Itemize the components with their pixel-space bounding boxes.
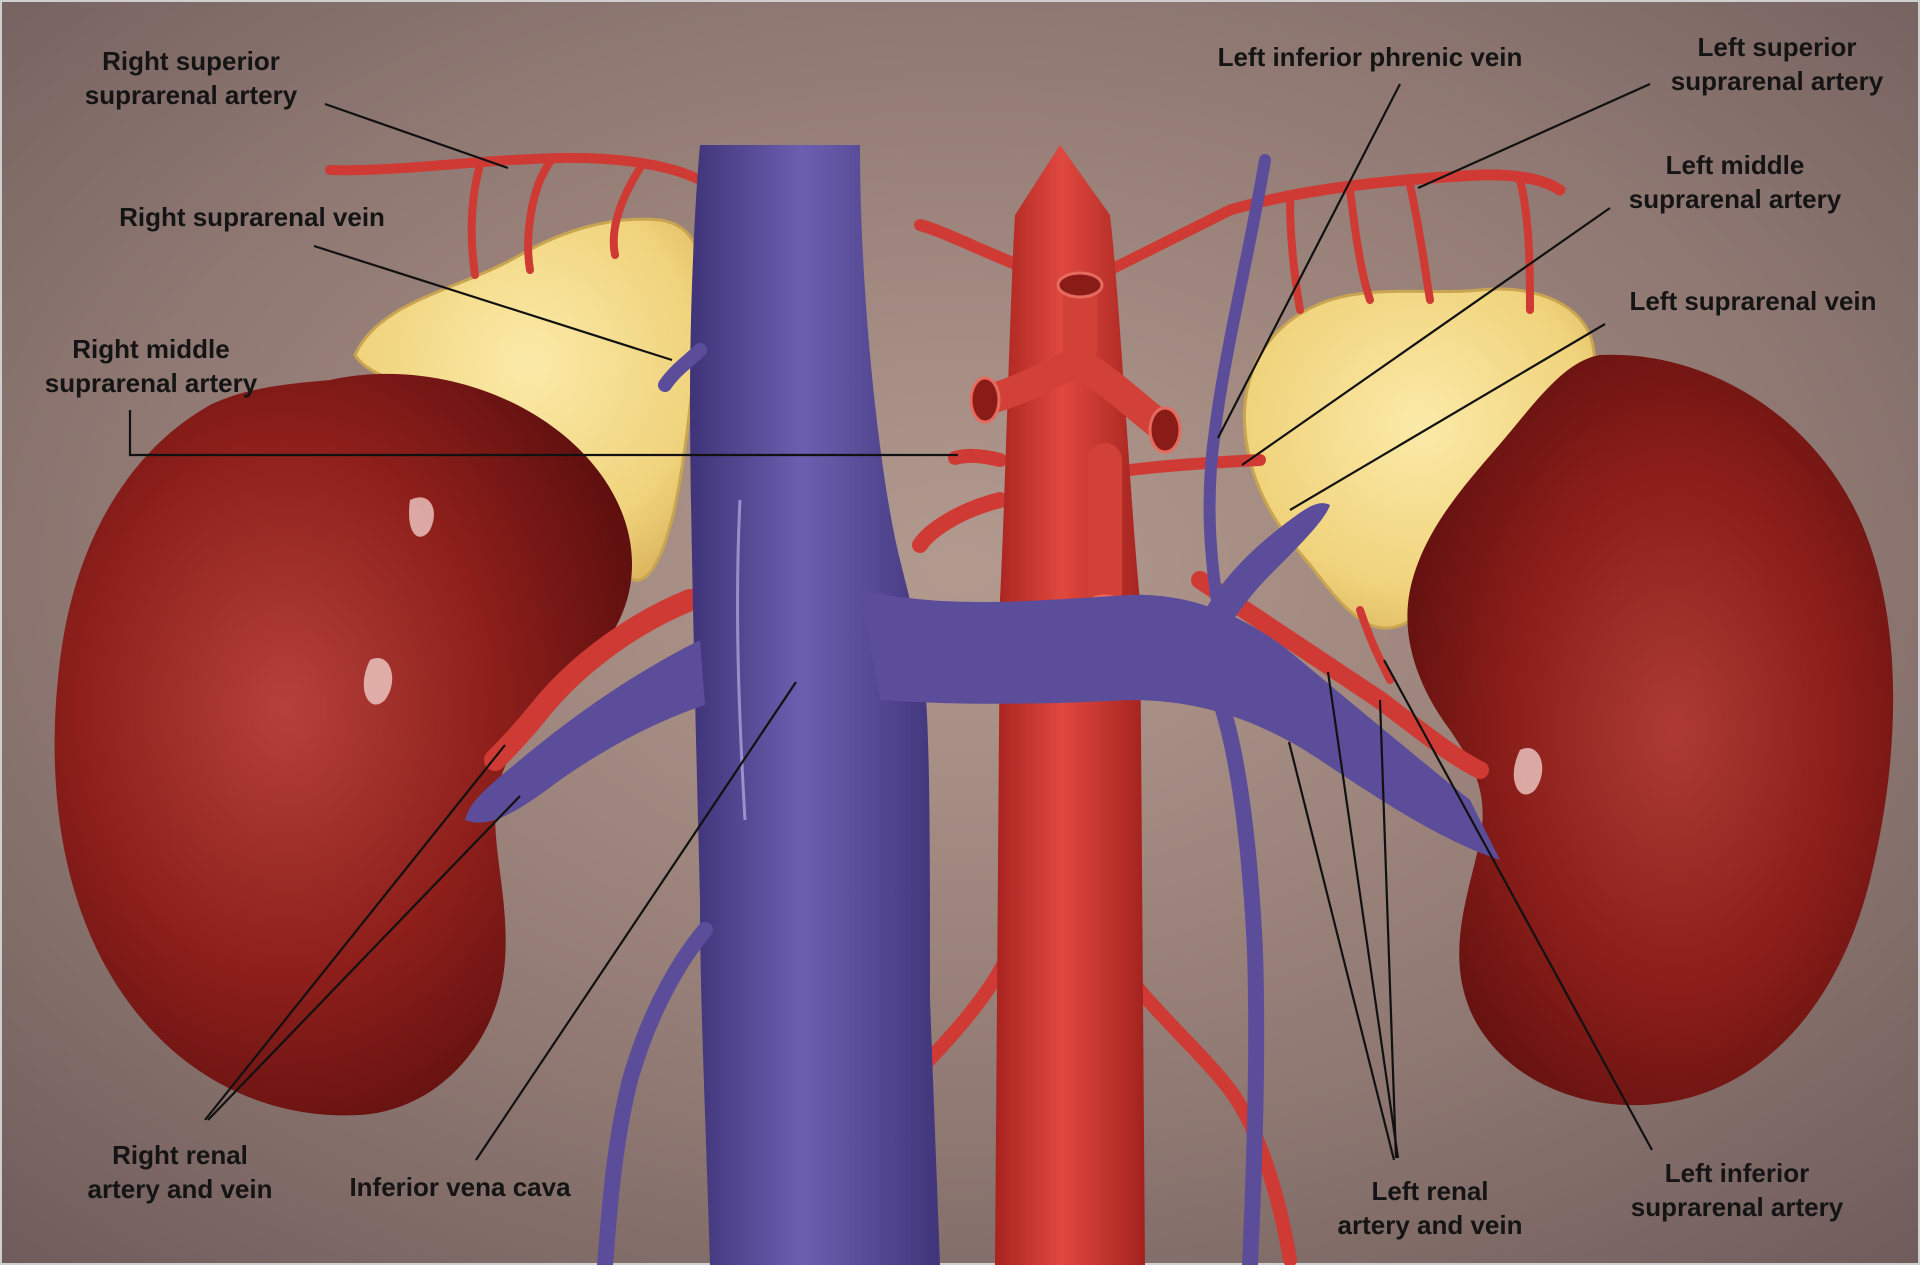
left-kidney [1407, 354, 1894, 1106]
label-line: Right middle [72, 334, 230, 364]
celiac-stump-top [1056, 271, 1104, 299]
left-renal-artery-vessel [1191, 571, 1489, 779]
label-line: suprarenal artery [84, 80, 298, 110]
label-line: suprarenal artery [1670, 66, 1884, 96]
left-inferior-suprarenal-artery-vessel [1356, 606, 1394, 684]
left-renal-vein-vessel [860, 590, 1500, 860]
label-line: Right superior [102, 46, 280, 76]
label-left-renal-artery-and-vein: Left renal artery and vein [1310, 1174, 1550, 1242]
leader-left-inferior-suprarenal-artery [1383, 659, 1653, 1151]
lower-artery-branch-right [1103, 943, 1297, 1265]
aorta [995, 145, 1145, 1265]
leader-left-middle-suprarenal-artery [1241, 207, 1611, 466]
leader-left-suprarenal-vein [1289, 323, 1606, 511]
leader-left-superior-suprarenal-artery [1417, 82, 1651, 190]
label-line: Left suprarenal vein [1629, 286, 1877, 316]
right-renal-vein-vessel [465, 640, 705, 823]
label-right-middle-suprarenal-artery: Right middle suprarenal artery [26, 332, 276, 400]
right-superior-branch [467, 161, 484, 279]
left-kidney-highlight [1513, 748, 1543, 795]
celiac-stump-right [1148, 406, 1182, 454]
right-gonadal-vein [597, 922, 713, 1265]
leader-left-renal-artery-2 [1378, 699, 1398, 1159]
label-line: suprarenal artery [1630, 1192, 1844, 1222]
left-gonadal-vein [1212, 692, 1265, 1265]
label-left-inferior-phrenic-vein: Left inferior phrenic vein [1200, 40, 1540, 74]
left-superior-branch-2 [1346, 186, 1374, 304]
label-line: Inferior vena cava [349, 1172, 571, 1202]
leader-right-middle-suprarenal-artery [128, 410, 958, 457]
label-line: artery and vein [87, 1174, 273, 1204]
label-line: Left inferior phrenic vein [1217, 42, 1523, 72]
label-line: suprarenal artery [44, 368, 258, 398]
left-inferior-phrenic-vein-vessel [1203, 154, 1271, 626]
ivc-highlight [736, 499, 747, 821]
leader-lines [128, 82, 1653, 1161]
arteries [325, 152, 1566, 1265]
leader-right-suprarenal-vein [313, 244, 673, 362]
label-line: Left renal [1371, 1176, 1489, 1206]
right-superior-branch-2 [524, 158, 554, 274]
label-line: Left inferior [1664, 1158, 1810, 1188]
left-superior-branch-4 [1516, 176, 1534, 314]
label-inferior-vena-cava: Inferior vena cava [330, 1170, 590, 1204]
right-superior-suprarenal-artery-vessel [325, 152, 705, 185]
label-right-superior-suprarenal-artery: Right superior suprarenal artery [66, 44, 316, 112]
leader-left-renal-vein [1287, 741, 1396, 1161]
label-line: suprarenal artery [1628, 184, 1842, 214]
label-line: Left middle [1665, 150, 1805, 180]
left-superior-branch [1286, 196, 1304, 314]
label-left-suprarenal-vein: Left suprarenal vein [1608, 284, 1898, 318]
label-line: Left superior [1697, 32, 1857, 62]
leader-right-superior-suprarenal-artery [324, 102, 509, 170]
leader-right-renal-artery-1 [204, 744, 506, 1121]
leader-left-renal-artery [1326, 671, 1400, 1159]
leader-inferior-vena-cava [475, 681, 797, 1161]
right-suprarenal-vein-vessel [658, 343, 707, 392]
label-left-middle-suprarenal-artery: Left middle suprarenal artery [1610, 148, 1860, 216]
celiac-stump-left [969, 376, 1001, 424]
left-suprarenal-vein-vessel [1200, 503, 1330, 640]
label-line: artery and vein [1337, 1210, 1523, 1240]
label-line: Right suprarenal vein [119, 202, 385, 232]
right-middle-suprarenal-artery-vessel [948, 448, 1007, 467]
inferior-vena-cava-vessel [690, 145, 940, 1265]
right-renal-artery-lower [912, 492, 1008, 553]
label-line: Right renal [112, 1140, 248, 1170]
label-left-inferior-suprarenal-artery: Left inferior suprarenal artery [1612, 1156, 1862, 1224]
right-renal-artery-vessel [484, 589, 701, 771]
left-superior-branch-3 [1406, 181, 1434, 304]
right-superior-branch-3 [609, 164, 644, 259]
leader-right-renal-vein-1 [207, 795, 521, 1121]
label-right-renal-artery-and-vein: Right renal artery and vein [60, 1138, 300, 1206]
leader-left-inferior-phrenic-vein [1217, 83, 1401, 439]
right-kidney [54, 373, 633, 1116]
label-right-suprarenal-vein: Right suprarenal vein [92, 200, 412, 234]
label-left-superior-suprarenal-artery: Left superior suprarenal artery [1652, 30, 1902, 98]
right-kidney-highlight [363, 497, 434, 705]
